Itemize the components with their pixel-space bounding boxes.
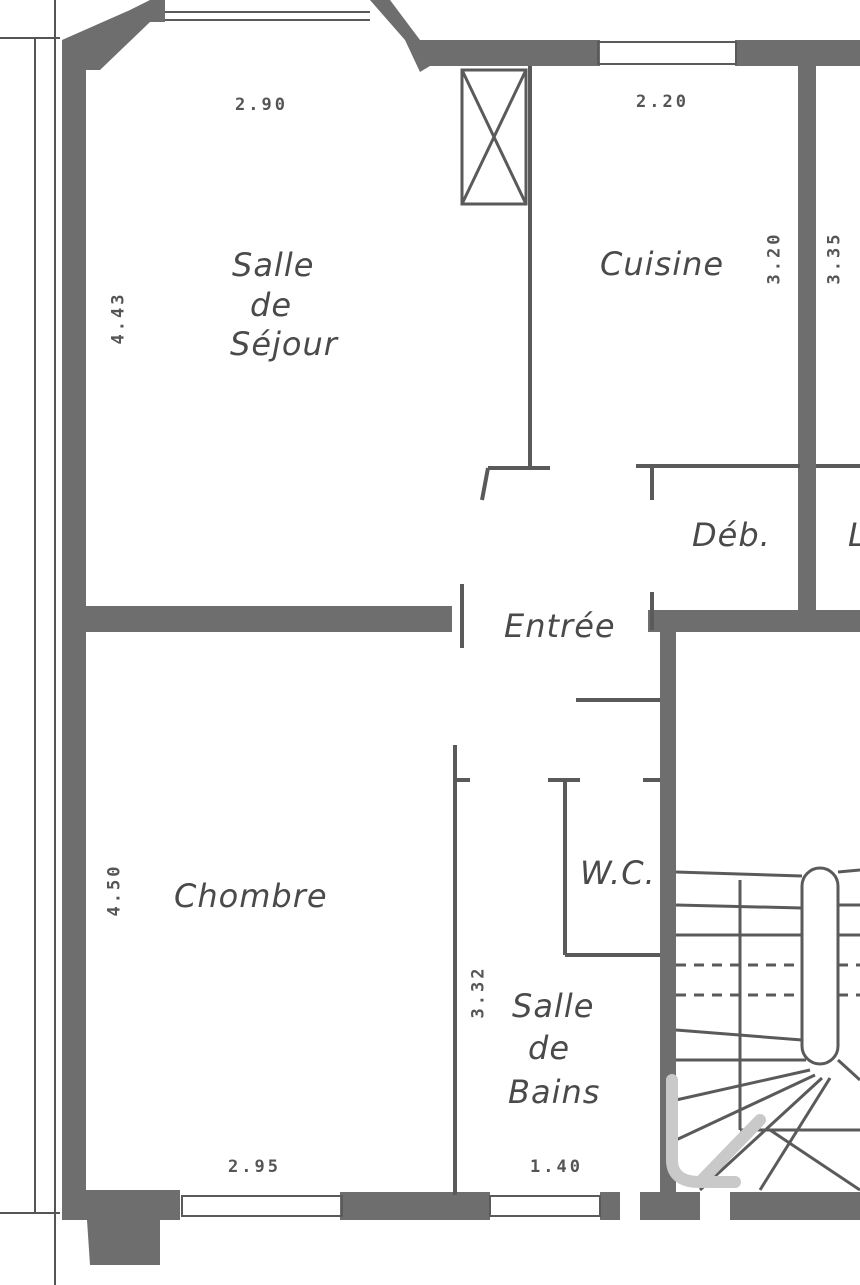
room-label-sejour-line2: de [250, 286, 292, 324]
watermark-mark [666, 1074, 766, 1188]
dimension-cuisine-depth: 3.20 [764, 231, 785, 285]
dimension-sejour-width: 2.90 [235, 95, 288, 115]
window-lines [165, 11, 737, 1217]
room-label-chambre: Chombre [174, 877, 328, 915]
room-label-cuisine: Cuisine [600, 245, 725, 283]
dimension-chambre-width: 2.95 [228, 1157, 281, 1177]
dimension-right-depth: 3.35 [824, 231, 845, 285]
outer-boundary-lines [0, 0, 60, 1285]
exterior-walls [62, 0, 860, 1265]
dimension-chambre-depth: 4.50 [104, 863, 125, 917]
dimension-sejour-depth: 4.43 [108, 291, 129, 345]
interior-walls [86, 66, 860, 1192]
room-label-wc: W.C. [580, 854, 656, 892]
room-label-bains-line2: de [528, 1029, 570, 1067]
dimension-cuisine-width: 2.20 [636, 92, 689, 112]
room-label-sejour-line1: Salle [232, 246, 315, 284]
room-label-bains-line3: Bains [508, 1073, 601, 1111]
room-label-entree: Entrée [504, 607, 616, 645]
room-label-sejour-line3: Séjour [230, 325, 338, 363]
interior-lines [453, 66, 860, 1195]
dimension-bains-width: 1.40 [530, 1157, 583, 1177]
room-label-debarras: Déb. [692, 516, 771, 554]
room-label-bains-line1: Salle [512, 987, 595, 1025]
room-label-partial-right: L [848, 515, 860, 555]
staircase [675, 866, 860, 1192]
dimension-bains-depth: 3.32 [468, 965, 489, 1019]
vent-duct-symbol [460, 68, 528, 206]
